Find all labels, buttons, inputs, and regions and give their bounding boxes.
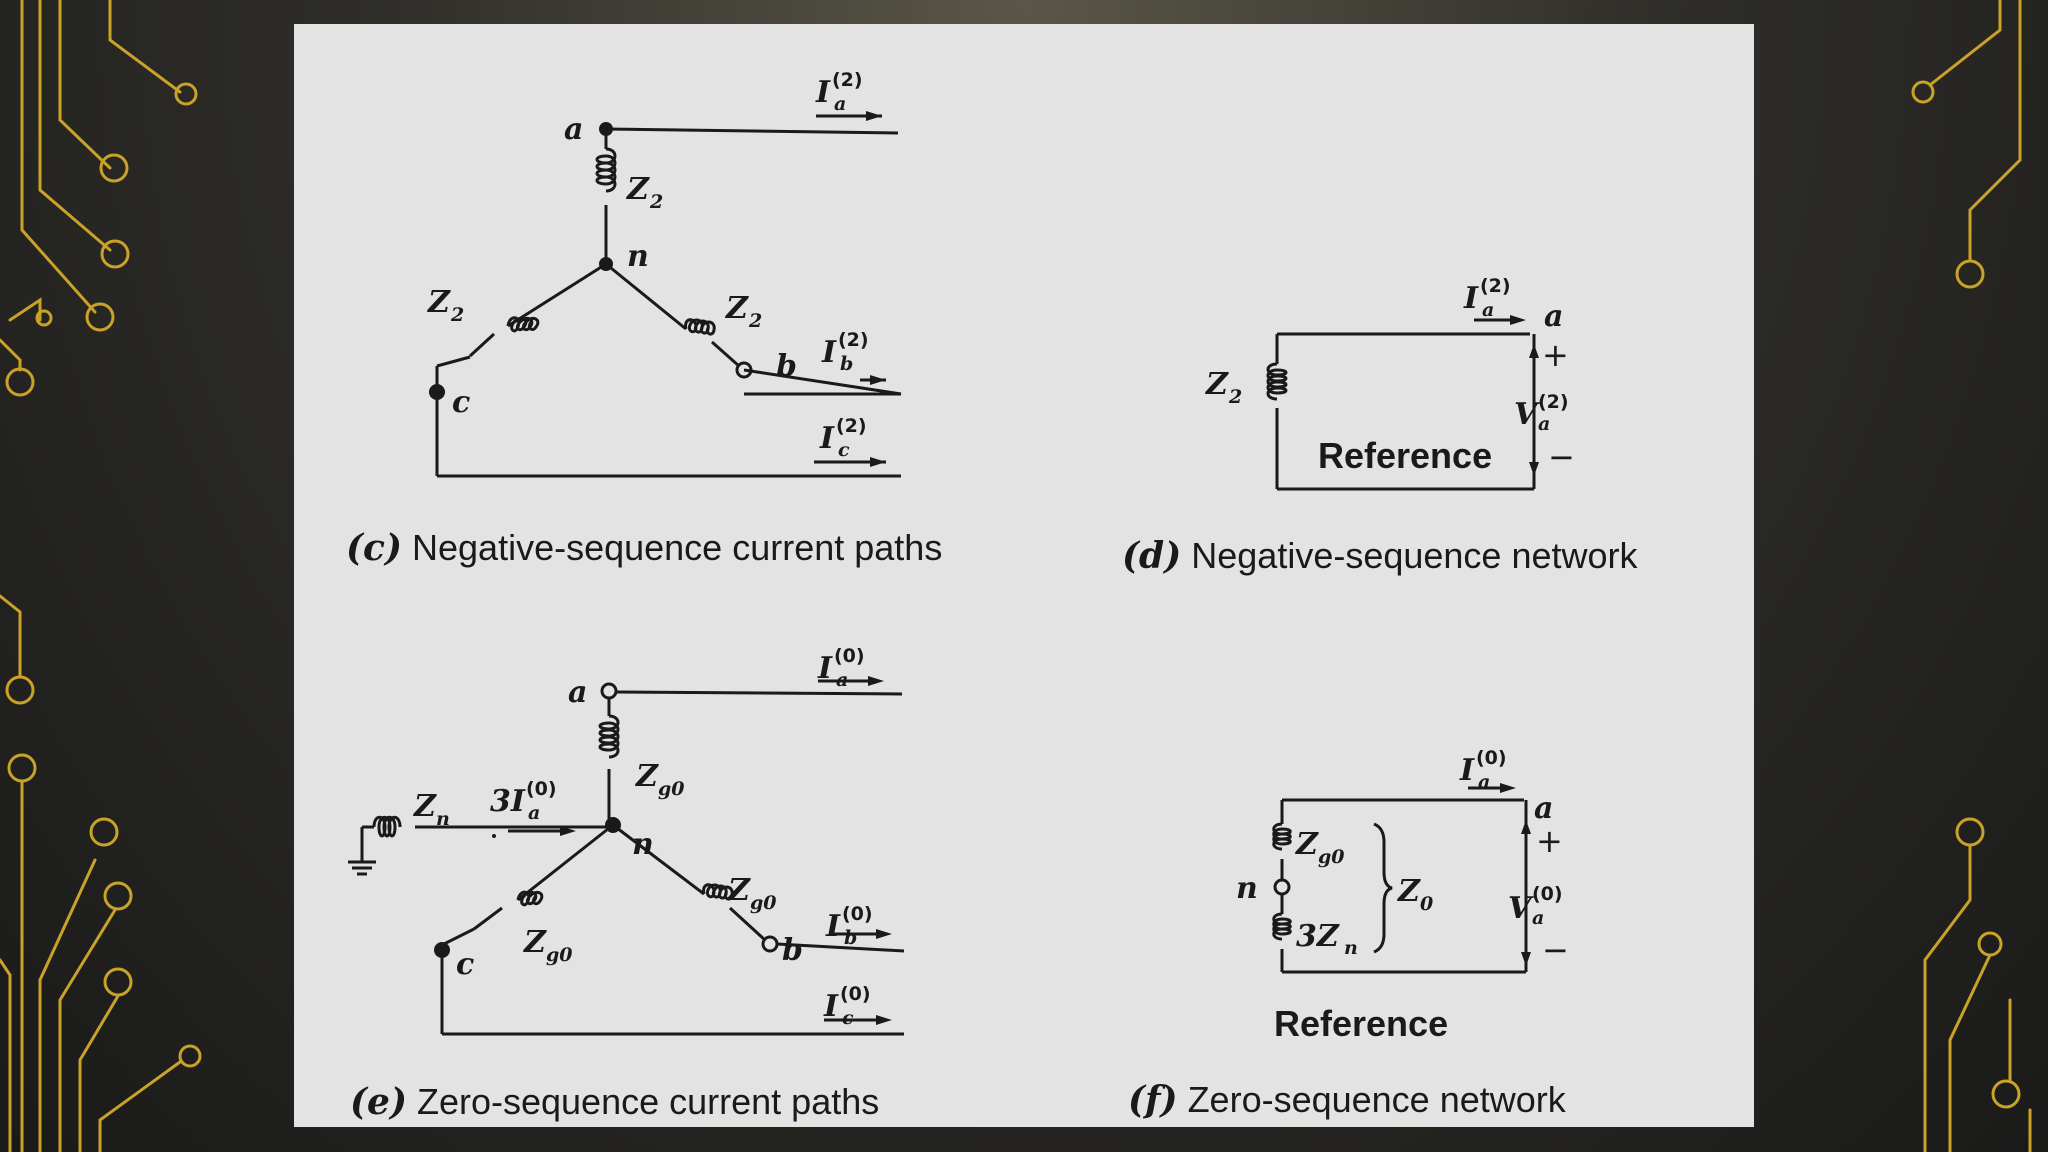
label-current-ia0: I [817, 651, 833, 686]
node-a-dot [600, 682, 618, 700]
label-node-a: a [564, 112, 583, 147]
label-reference: Reference [1318, 435, 1492, 476]
coil-z2-network [1266, 362, 1288, 401]
label-voltage-va2: V [1514, 397, 1540, 432]
svg-text:g0: g0 [1318, 846, 1345, 868]
svg-text:g0: g0 [658, 778, 685, 800]
label-minus: − [1542, 931, 1569, 969]
label-current-ia0: I [1459, 753, 1475, 788]
svg-text:a: a [528, 802, 540, 824]
coil-zg0-a [598, 714, 620, 759]
label-current-ic0: I [823, 989, 839, 1024]
svg-text:0: 0 [1420, 893, 1433, 915]
label-node-c: c [452, 385, 470, 420]
node-n-dot [1273, 878, 1291, 896]
coil-zg0-b [702, 883, 734, 901]
svg-text:(0): (0) [1476, 747, 1507, 769]
svg-text:n: n [1344, 937, 1358, 959]
label-z0: Z [1397, 874, 1421, 909]
label-current-ib2: I [821, 335, 837, 370]
label-node-n: n [627, 239, 649, 274]
label-node-n: n [632, 827, 654, 862]
label-minus: − [1548, 438, 1575, 476]
caption-c: (c)Negative-sequence current paths [346, 527, 942, 569]
label-zn: Z [413, 789, 437, 824]
svg-text:(2): (2) [1480, 275, 1511, 297]
label-z2-b: Z [725, 291, 749, 326]
label-plus: + [1542, 336, 1569, 374]
label-z2-c-sub: 2 [450, 304, 464, 326]
label-current-ia2: I [1463, 281, 1479, 316]
brace [1373, 822, 1393, 954]
svg-text:b: b [840, 353, 853, 375]
svg-text:(0): (0) [1532, 883, 1563, 905]
coil-z2-c [506, 316, 540, 333]
label-node-b: b [776, 349, 797, 384]
svg-text:a: a [1538, 413, 1550, 435]
svg-text:a: a [834, 93, 846, 115]
svg-text:g0: g0 [750, 892, 777, 914]
svg-text:(0): (0) [840, 983, 871, 1005]
label-voltage-va0: V [1508, 891, 1534, 926]
svg-text:g0: g0 [546, 944, 573, 966]
caption-d: (d)Negative-sequence network [1122, 535, 1639, 577]
label-node-a: a [1544, 299, 1563, 334]
label-current-ia2: I [815, 75, 831, 110]
label-z2-b-sub: 2 [748, 310, 762, 332]
svg-text:(2): (2) [832, 69, 863, 91]
label-zg0-b: Z [727, 873, 751, 908]
label-node-a: a [568, 675, 587, 710]
label-plus: + [1536, 822, 1563, 860]
svg-text:a: a [1482, 299, 1494, 321]
label-reference: Reference [1274, 1003, 1448, 1044]
label-node-n: n [1236, 871, 1258, 906]
svg-text:(0): (0) [842, 903, 873, 925]
diagram-c-negative-sequence-paths: a n b c Z 2 Z 2 Z 2 I (2) a I (2) b I (2… [346, 69, 942, 569]
coil-zg0-c [516, 890, 544, 907]
label-z2-c: Z [427, 285, 451, 320]
svg-text:2: 2 [1228, 386, 1242, 408]
svg-text:c: c [838, 439, 850, 461]
svg-text:(0): (0) [834, 645, 865, 667]
diagram-slide: a n b c Z 2 Z 2 Z 2 I (2) a I (2) b I (2… [294, 24, 1754, 1127]
label-node-b: b [782, 933, 803, 968]
label-current-ib0: I [825, 909, 841, 944]
svg-text:a: a [1478, 771, 1490, 793]
svg-text:b: b [844, 927, 857, 949]
svg-text:(2): (2) [836, 415, 867, 437]
svg-text:(2): (2) [838, 329, 869, 351]
coil-z2-b [684, 318, 716, 336]
svg-text:(2): (2) [1538, 391, 1569, 413]
label-neutral-current: 3I [490, 784, 526, 819]
label-node-a: a [1534, 791, 1553, 826]
caption-e: (e)Zero-sequence current paths [350, 1081, 879, 1123]
coil-zn [372, 815, 402, 838]
diagram-d-negative-sequence-network: Z 2 I (2) a a + − V (2) a Reference (d)N… [1122, 275, 1639, 577]
coil-3zn-network [1272, 912, 1292, 941]
node-b-dot [761, 935, 779, 953]
svg-text:c: c [842, 1007, 854, 1029]
label-zg0-a: Z [635, 759, 659, 794]
label-3zn: 3Z [1296, 919, 1340, 954]
svg-text:(0): (0) [526, 778, 557, 800]
label-zg0-c: Z [523, 925, 547, 960]
diagram-f-zero-sequence-network: Z g0 3Z n Z 0 n I (0) a a + − V (0) a Re… [1128, 747, 1569, 1121]
label-current-ic2: I [819, 421, 835, 456]
label-z2-a-sub: 2 [649, 191, 663, 213]
label-z2: Z [1205, 367, 1229, 402]
label-node-c: c [456, 947, 474, 982]
svg-text:n: n [436, 808, 450, 830]
caption-f: (f)Zero-sequence network [1128, 1079, 1567, 1121]
label-zg0: Z [1295, 827, 1319, 862]
svg-text:a: a [1532, 907, 1544, 929]
coil-z2-a [595, 147, 617, 193]
diagram-e-zero-sequence-paths: a n b c Z g0 Z g0 Z g0 Z n 3I (0) a I (0… [348, 645, 905, 1123]
label-z2-a: Z [626, 172, 650, 207]
coil-zg0-network [1272, 822, 1292, 851]
